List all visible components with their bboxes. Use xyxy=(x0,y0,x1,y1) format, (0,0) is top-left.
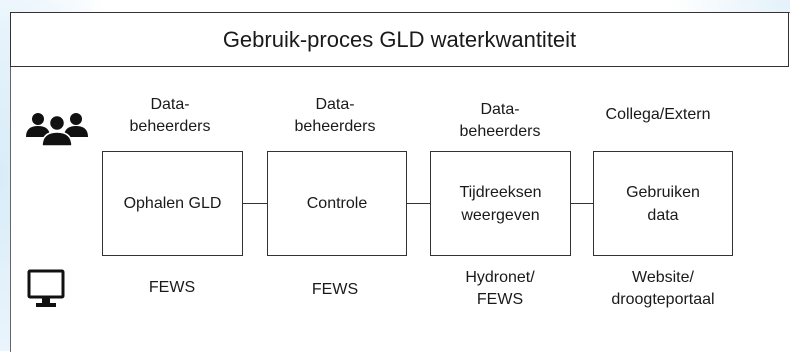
step-box-gebruiken-data: Gebruiken data xyxy=(593,151,733,256)
actor-label-1: Data- beheerders xyxy=(129,96,211,135)
step-box-controle: Controle xyxy=(267,151,407,256)
actor-label-4: Collega/Extern xyxy=(605,106,711,123)
connector-1-2 xyxy=(243,203,267,204)
actor-label-3: Data- beheerders xyxy=(459,101,541,140)
computer-monitor-icon xyxy=(27,269,65,307)
users-group-icon xyxy=(26,113,88,147)
connector-2-3 xyxy=(407,203,430,204)
system-label-3: Hydronet/ FEWS xyxy=(465,269,535,308)
diagram-title: Gebruik-proces GLD waterkwantiteit xyxy=(10,12,789,67)
system-label-1: FEWS xyxy=(148,279,196,296)
actor-label-2: Data- beheerders xyxy=(294,96,376,135)
step-box-tijdreeksen-weergeven: Tijdreeksen weergeven xyxy=(430,151,571,256)
connector-3-4 xyxy=(571,203,593,204)
step-box-ophalen-gld: Ophalen GLD xyxy=(102,151,243,256)
system-label-4: Website/ droogteportaal xyxy=(611,269,715,308)
system-label-2: FEWS xyxy=(311,281,359,298)
